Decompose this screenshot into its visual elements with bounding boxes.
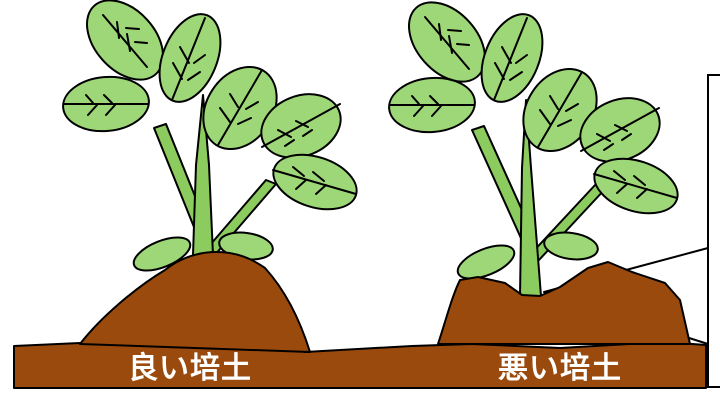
soil-hill-good <box>79 250 311 353</box>
leaf <box>158 13 222 103</box>
label-good-ridging: 良い培土 <box>128 351 252 386</box>
leaf <box>543 231 599 261</box>
plant-good <box>62 0 358 353</box>
leaf <box>480 13 544 103</box>
leaf <box>132 236 192 272</box>
soil-hill-bad <box>437 261 691 345</box>
plant-bad <box>388 1 691 345</box>
label-bad-ridging: 悪い培土 <box>498 351 622 386</box>
leaf <box>456 244 516 280</box>
